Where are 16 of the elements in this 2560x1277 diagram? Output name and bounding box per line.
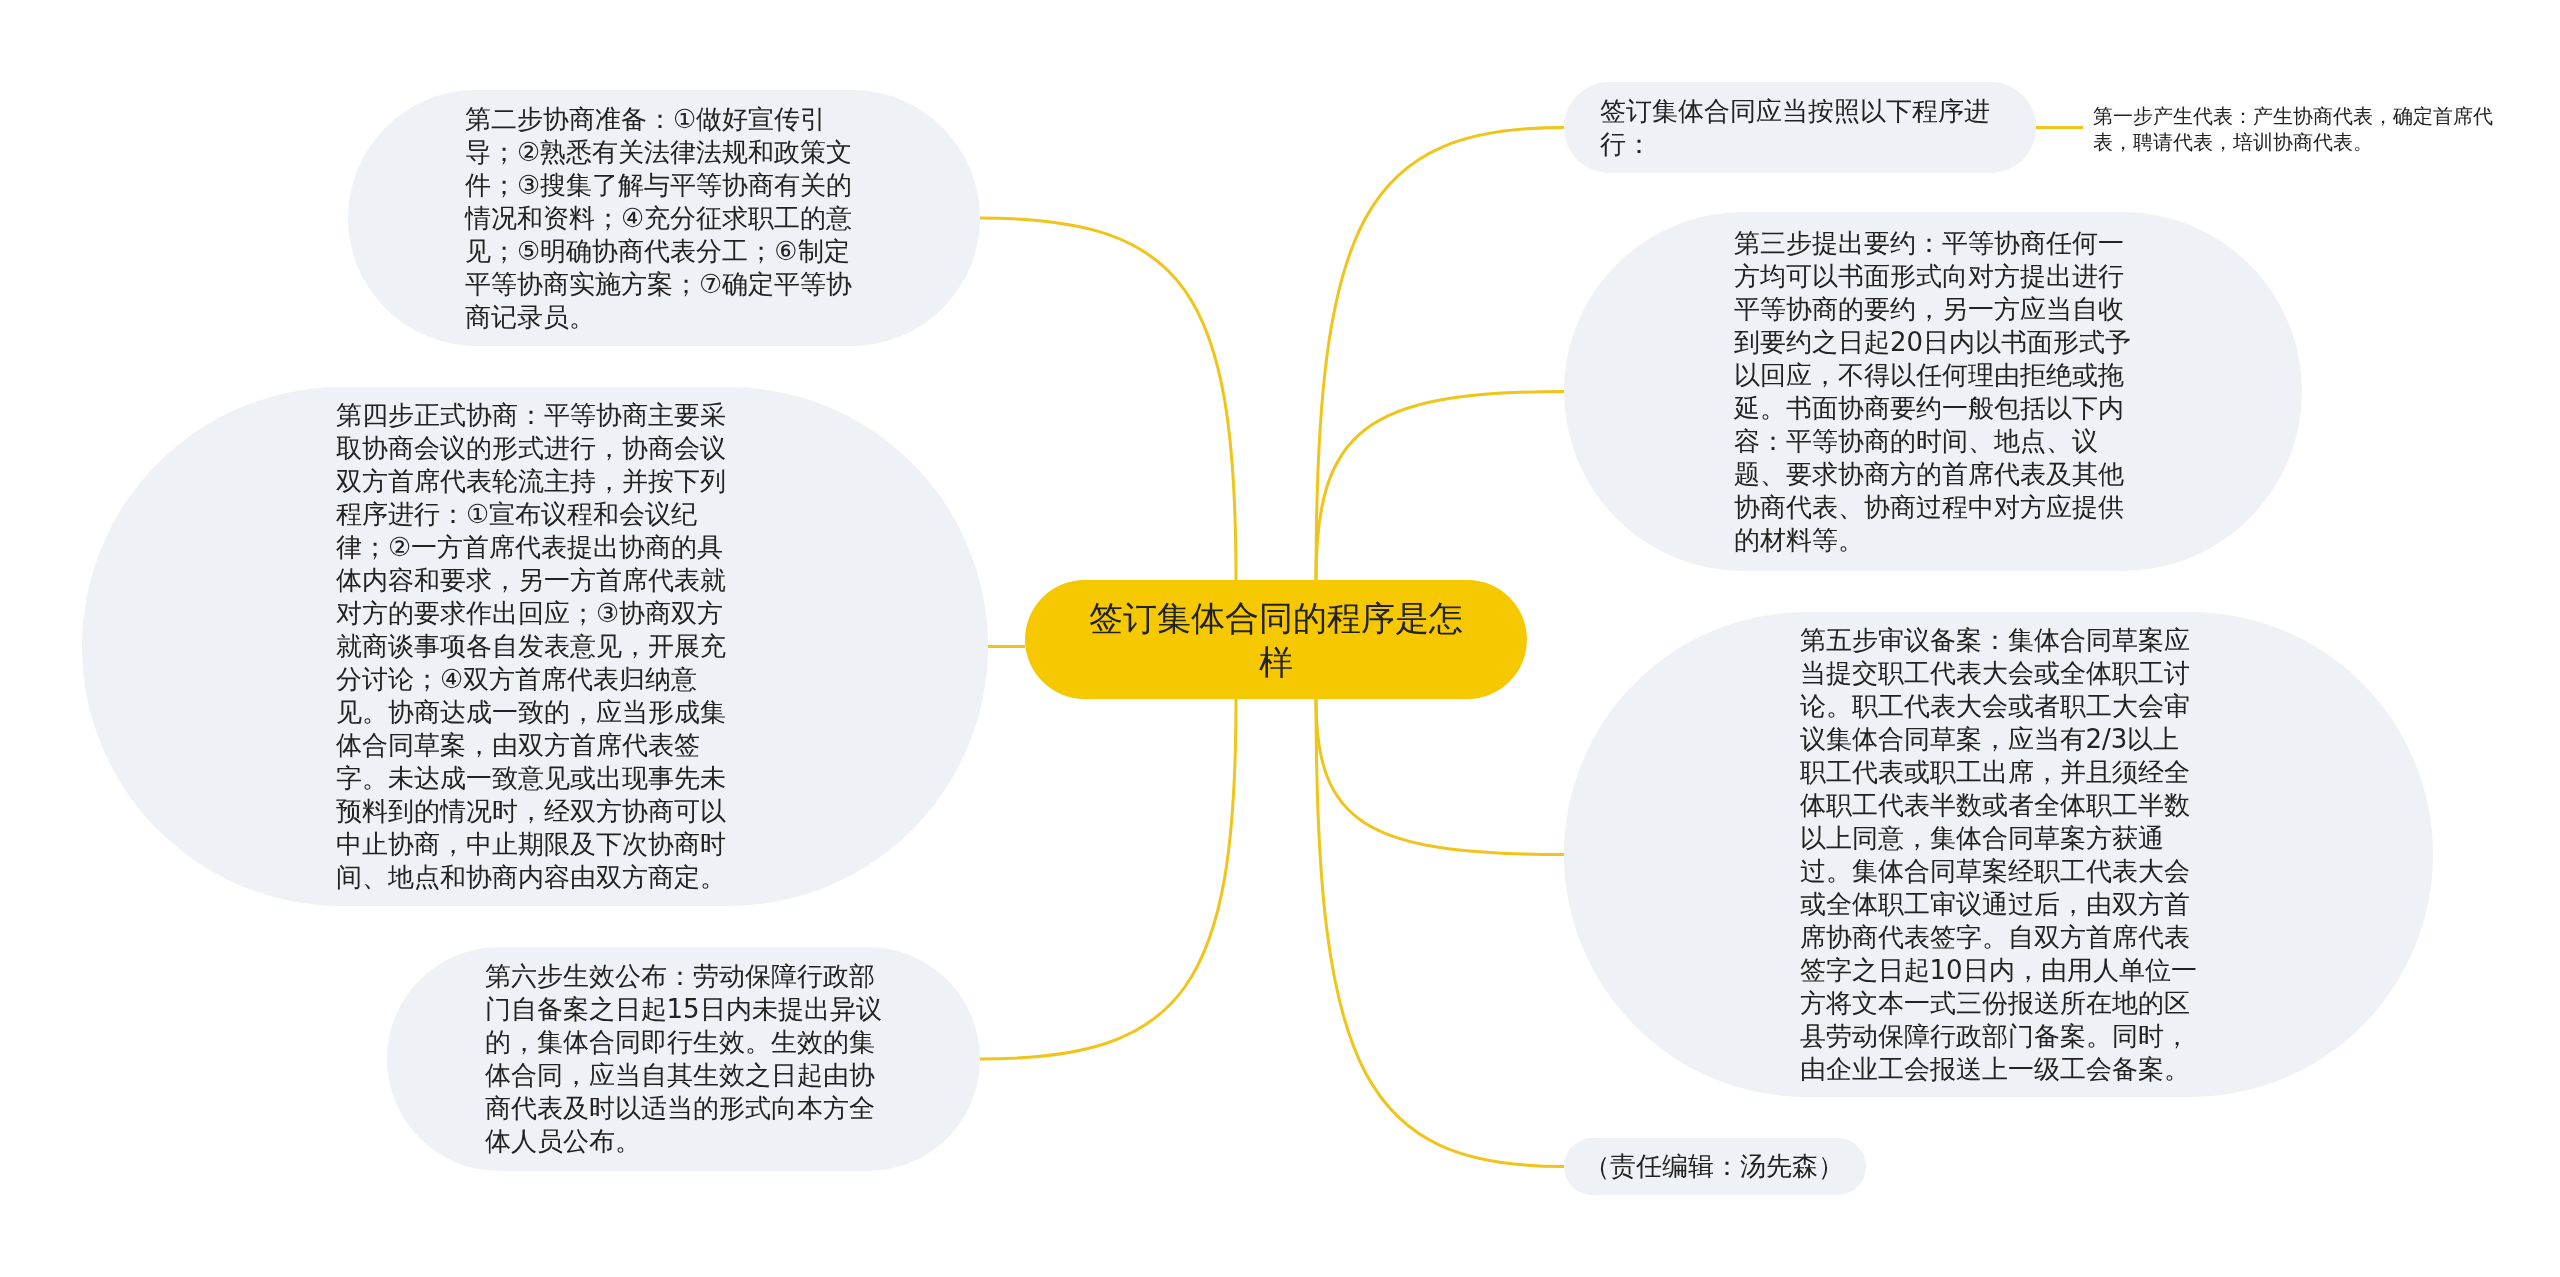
topic-bubble: 签订集体合同应当按照以下程序进行： xyxy=(1564,82,2036,173)
topic-bubble: （责任编辑：汤先森） xyxy=(1564,1138,1866,1195)
connector xyxy=(1314,126,1565,580)
connector xyxy=(988,645,1025,648)
topic-bubble: 第四步正式协商：平等协商主要采取协商会议的形式进行，协商会议双方首席代表轮流主持，并按下列程序进行：①宣布议程和会议纪律；②一方首席代表提出协商的具体内容和要求，另一方首席代表就对方的要求作出回应；③协商双方就商谈事项各自发表意见，开展充分讨论；④双方首席代表归纳意见。协商达成一致的，应当形成集体合同草案，由双方首席代表签字。未达成一致意见或出现事先未预料到的情况时，经双方协商可以中止协商，中止期限及下次协商时间、地点和协商内容由双方商定。 xyxy=(82,387,988,906)
topic-bubble: 第五步审议备案：集体合同草案应当提交职工代表大会或全体职工讨论。职工代表大会或者职工大会审议集体合同草案，应当有2/3以上职工代表或职工出席，并且须经全体职工代表半数或者全体职工半数以上同意，集体合同草案方获通过。集体合同草案经职工代表大会或全体职工审议通过后，由双方首席协商代表签字。自双方首席代表签字之日起10日内，由用人单位一方将文本一式三份报送所在地的区县劳动保障行政部门备案。同时，由企业工会报送上一级工会备案。 xyxy=(1564,612,2433,1097)
topic-bubble: 第六步生效公布：劳动保障行政部门自备案之日起15日内未提出异议的，集体合同即行生效。生效的集体合同，应当自其生效之日起由协商代表及时以适当的形式向本方全体人员公布。 xyxy=(387,947,980,1171)
central-topic: 签订集体合同的程序是怎样 xyxy=(1025,580,1527,699)
connector xyxy=(1314,699,1565,1168)
topic-bubble: 第二步协商准备：①做好宣传引导；②熟悉有关法律法规和政策文件；③搜集了解与平等协商有关的情况和资料；④充分征求职工的意见；⑤明确协商代表分工；⑥制定平等协商实施方案；⑦确定平等协商记录员。 xyxy=(348,90,980,346)
connector xyxy=(2036,126,2083,129)
topic-bubble: 第三步提出要约：平等协商任何一方均可以书面形式向对方提出进行平等协商的要约，另一方应当自收到要约之日起20日内以书面形式予以回应，不得以任何理由拒绝或拖延。书面协商要约一般包括以下内容：平等协商的时间、地点、议题、要求协商方的首席代表及其他协商代表、协商过程中对方应提供的材料等。 xyxy=(1564,212,2302,571)
branch-text: 第一步产生代表：产生协商代表，确定首席代表，聘请代表，培训协商代表。 xyxy=(2083,100,2503,160)
connector xyxy=(1314,390,1565,581)
connector xyxy=(979,216,1238,581)
connector xyxy=(979,698,1238,1061)
